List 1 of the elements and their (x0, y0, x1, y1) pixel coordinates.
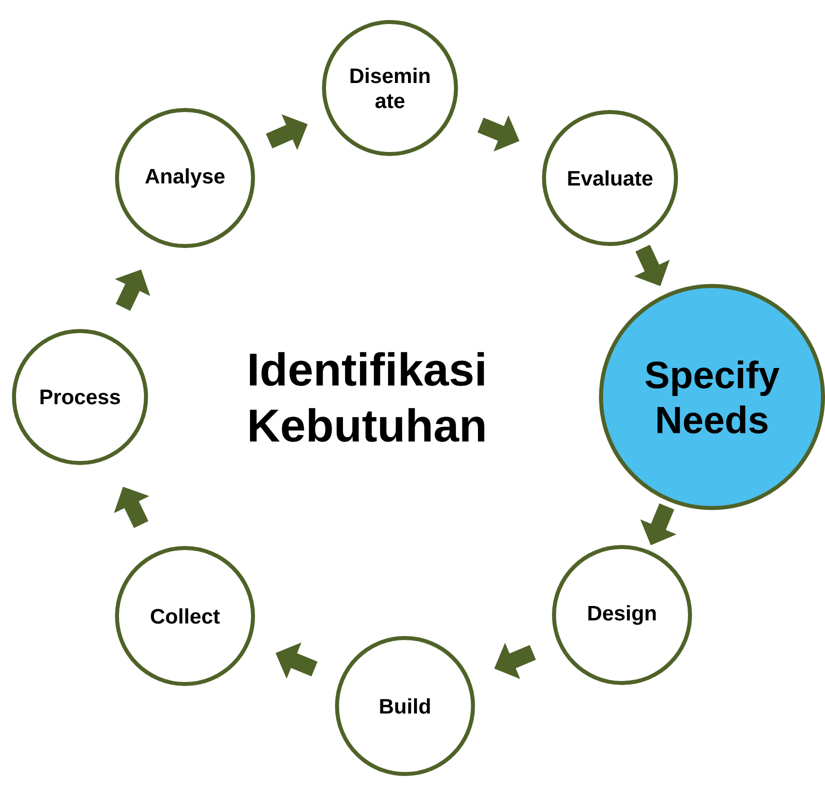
center-title: Identifikasi Kebutuhan (250, 352, 484, 442)
